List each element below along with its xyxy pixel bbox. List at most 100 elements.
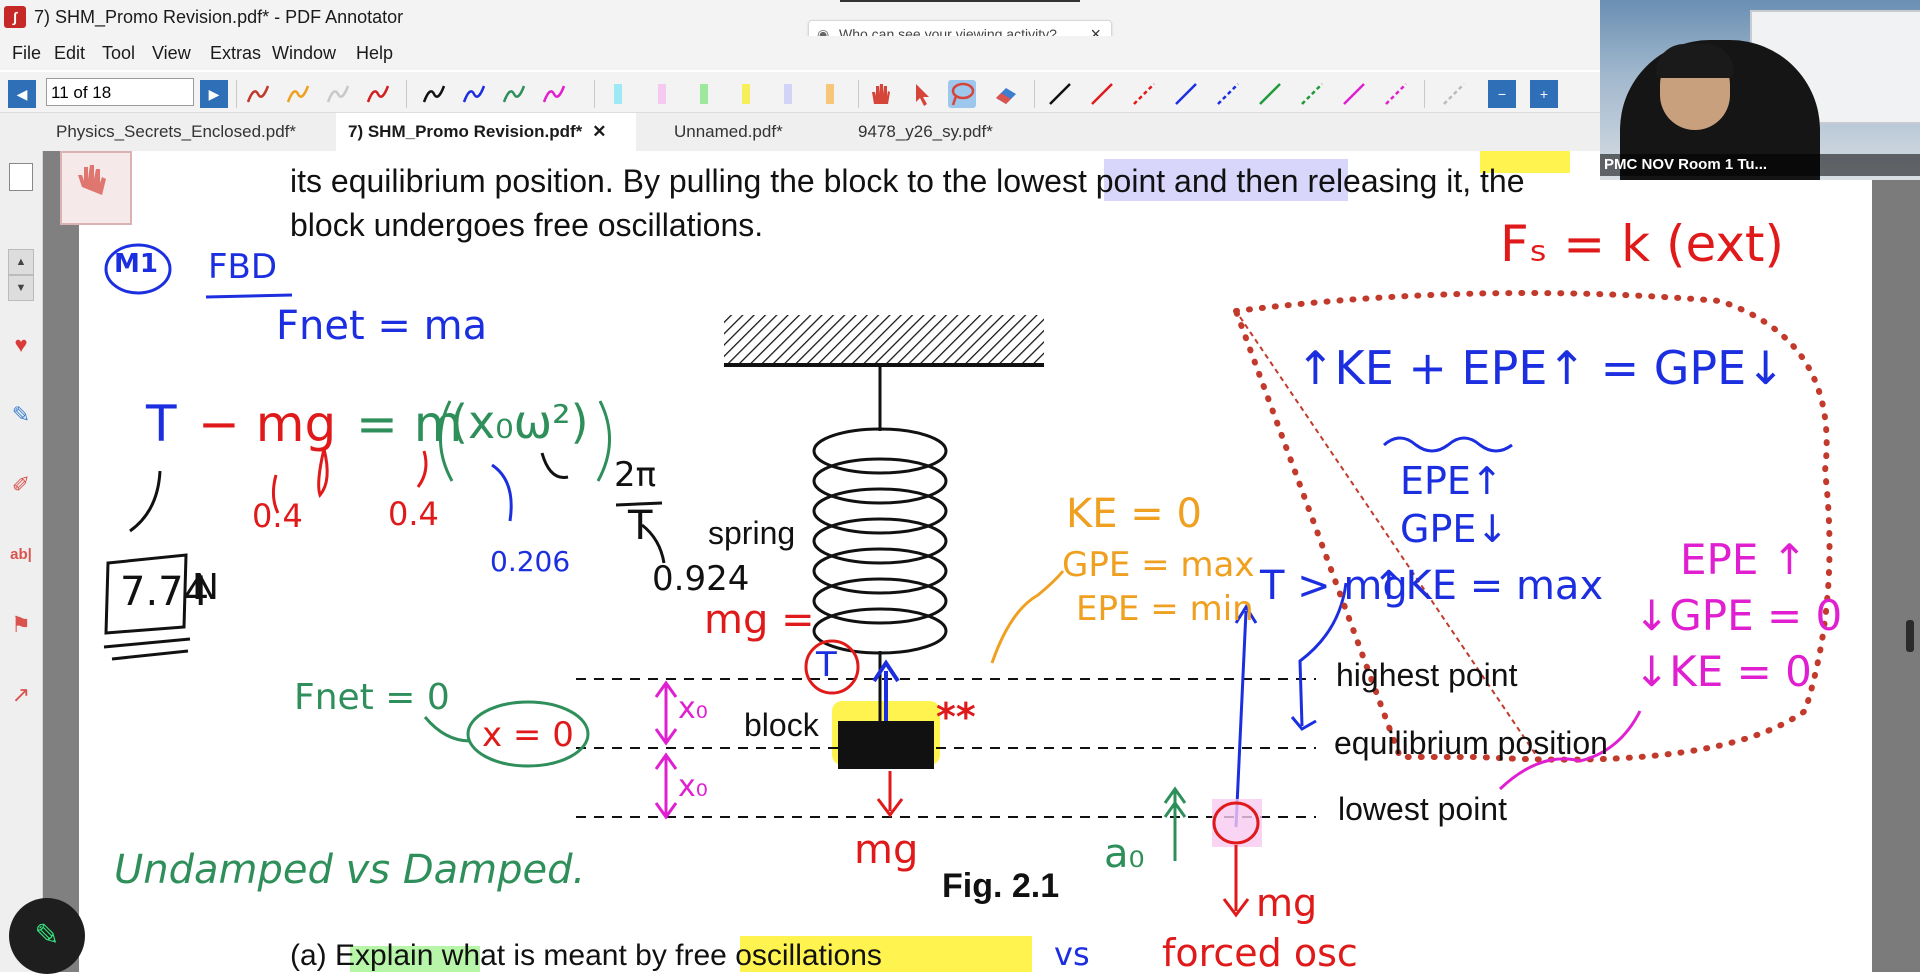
highlight-free-oscillations <box>740 936 1032 972</box>
tab-9478[interactable]: 9478_y26_sy.pdf* <box>858 113 1038 151</box>
vertical-scrollbar[interactable] <box>1906 620 1914 652</box>
annotation-fnet-zero: Fnet = 0 <box>294 677 450 718</box>
title-bar: ∫ 7) SHM_Promo Revision.pdf* - PDF Annot… <box>0 0 1600 36</box>
annotation-eq-mg: − mg <box>198 395 337 453</box>
highlighter-green-icon[interactable] <box>690 80 718 108</box>
stamp-icon[interactable]: ⚑ <box>11 612 31 637</box>
webcam-hair <box>1656 44 1734 78</box>
page-thumbnail-icon[interactable] <box>9 163 33 191</box>
arrow-tool-icon[interactable]: ↗ <box>11 682 31 707</box>
line-green-icon[interactable] <box>1256 80 1284 108</box>
favorites-heart-icon[interactable]: ♥ <box>14 332 28 357</box>
menu-file[interactable]: File <box>12 43 42 63</box>
menu-help[interactable]: Help <box>356 43 394 63</box>
question-text-line2: block undergoes free oscillations. <box>290 207 764 243</box>
tab-unnamed[interactable]: Unnamed.pdf* <box>674 113 824 151</box>
highlighter-icon[interactable]: ✐ <box>11 472 31 497</box>
pen-darkred-icon[interactable] <box>364 80 392 108</box>
highlight-explain <box>350 946 480 972</box>
left-toolbar: ▲ ▼ ♥ ✎ ✐ ab| ⚑ ↗ <box>0 151 43 972</box>
highlighter-pink-icon[interactable] <box>648 80 676 108</box>
line-blue-icon[interactable] <box>1172 80 1200 108</box>
lasso-tool-icon[interactable] <box>948 80 976 108</box>
hand-tool-icon[interactable] <box>866 80 894 108</box>
pdf-annotator-icon: ∫ <box>4 6 26 28</box>
annotation-2pi: 2π <box>614 455 657 495</box>
right-gutter <box>1872 151 1920 972</box>
annotation-gpe-max: GPE = max <box>1062 545 1255 585</box>
annotation-0924: 0.924 <box>652 559 750 599</box>
dashed-line-grey-icon[interactable] <box>1440 80 1468 108</box>
dashed-line-blue-icon[interactable] <box>1214 80 1242 108</box>
pen-blue-icon[interactable] <box>460 80 488 108</box>
page-number-field[interactable]: 11 of 18 <box>46 78 194 106</box>
highlighter-cyan-icon[interactable] <box>604 80 632 108</box>
highlighter-lavender-icon[interactable] <box>774 80 802 108</box>
line-black-icon[interactable] <box>1046 80 1074 108</box>
document-tabs: Physics_Secrets_Enclosed.pdf* 7) SHM_Pro… <box>0 113 1600 151</box>
annotation-mg-eq: mg = <box>704 597 815 643</box>
toolbar-separator <box>1034 80 1035 108</box>
pen-magenta-icon[interactable] <box>540 80 568 108</box>
zoom-out-button[interactable]: − <box>1488 80 1516 108</box>
tab-label: Physics_Secrets_Enclosed.pdf* <box>56 122 297 141</box>
line-magenta-icon[interactable] <box>1340 80 1368 108</box>
annotation-eq-m: = m <box>356 395 463 453</box>
tab-label: Unnamed.pdf* <box>674 122 783 141</box>
pen-red-icon[interactable] <box>244 80 272 108</box>
menu-window[interactable]: Window <box>272 43 337 63</box>
menu-edit[interactable]: Edit <box>54 43 86 63</box>
zoom-in-button[interactable]: + <box>1530 80 1558 108</box>
pdf-page[interactable]: its equilibrium position. By pulling the… <box>80 151 1872 972</box>
menu-tool[interactable]: Tool <box>102 43 136 63</box>
annotation-x-zero: x = 0 <box>482 715 574 755</box>
select-arrow-icon[interactable] <box>908 80 936 108</box>
close-notice-button[interactable]: × <box>1090 24 1101 44</box>
menu-view[interactable]: View <box>152 43 191 63</box>
prev-page-button[interactable]: ◀ <box>8 80 36 108</box>
eraser-icon[interactable] <box>992 80 1020 108</box>
pen-black-icon[interactable] <box>420 80 448 108</box>
question-text-line1: its equilibrium position. By pulling the… <box>290 163 1525 199</box>
question-a-text: (a) Explain what is meant by free oscill… <box>290 939 882 972</box>
toolbar-separator <box>236 80 237 108</box>
block-rect <box>838 721 934 769</box>
toolbar: ◀ 11 of 18 ▶ − + <box>0 72 1600 113</box>
pen-tool-icon[interactable]: ✎ <box>11 402 31 427</box>
text-box-icon[interactable]: ab| <box>10 546 32 563</box>
annotation-0206: 0.206 <box>490 545 571 578</box>
pen-grey-icon[interactable] <box>324 80 352 108</box>
annotation-x0-bot: x₀ <box>678 769 708 804</box>
menu-extras[interactable]: Extras <box>210 43 262 63</box>
tab-physics-secrets[interactable]: Physics_Secrets_Enclosed.pdf* <box>56 113 326 151</box>
tab-label: 7) SHM_Promo Revision.pdf* <box>348 122 583 141</box>
highest-point-label: highest point <box>1336 657 1518 693</box>
annotation-eq-rhs: (x₀ω²) <box>450 395 589 449</box>
close-tab-icon[interactable]: ✕ <box>592 122 607 141</box>
toolbar-separator <box>1424 80 1425 108</box>
line-red-icon[interactable] <box>1088 80 1116 108</box>
floating-pen-button[interactable]: ✎ <box>9 898 85 974</box>
pen-orange-icon[interactable] <box>284 80 312 108</box>
annotation-fnet-ma: Fnet = ma <box>276 303 488 349</box>
next-page-button[interactable]: ▶ <box>200 80 228 108</box>
scroll-down-icon[interactable]: ▼ <box>8 275 34 301</box>
menu-bar: File Edit Tool View Extras Window Help <box>0 36 1600 70</box>
webcam-overlay: PMC NOV Room 1 Tu... <box>1600 0 1920 180</box>
share-indicator <box>840 0 1080 2</box>
dashed-line-red-icon[interactable] <box>1130 80 1158 108</box>
toolbar-separator <box>594 80 595 108</box>
dashed-line-green-icon[interactable] <box>1298 80 1326 108</box>
annotation-T-denom: T <box>628 503 653 549</box>
highlighter-orange-icon[interactable] <box>816 80 844 108</box>
ceiling-hatch <box>724 315 1044 363</box>
equilibrium-position-label: equilibrium position <box>1334 725 1608 761</box>
page-thumbnail[interactable] <box>60 151 132 225</box>
highlighter-yellow-icon[interactable] <box>732 80 760 108</box>
annotation-epe-up-right: EPE ↑ <box>1680 535 1807 584</box>
dashed-line-magenta-icon[interactable] <box>1382 80 1410 108</box>
tab-shm-promo[interactable]: 7) SHM_Promo Revision.pdf* ✕ <box>336 113 636 151</box>
annotation-fbd: FBD <box>208 247 278 287</box>
scroll-up-icon[interactable]: ▲ <box>8 249 34 275</box>
pen-green-icon[interactable] <box>500 80 528 108</box>
